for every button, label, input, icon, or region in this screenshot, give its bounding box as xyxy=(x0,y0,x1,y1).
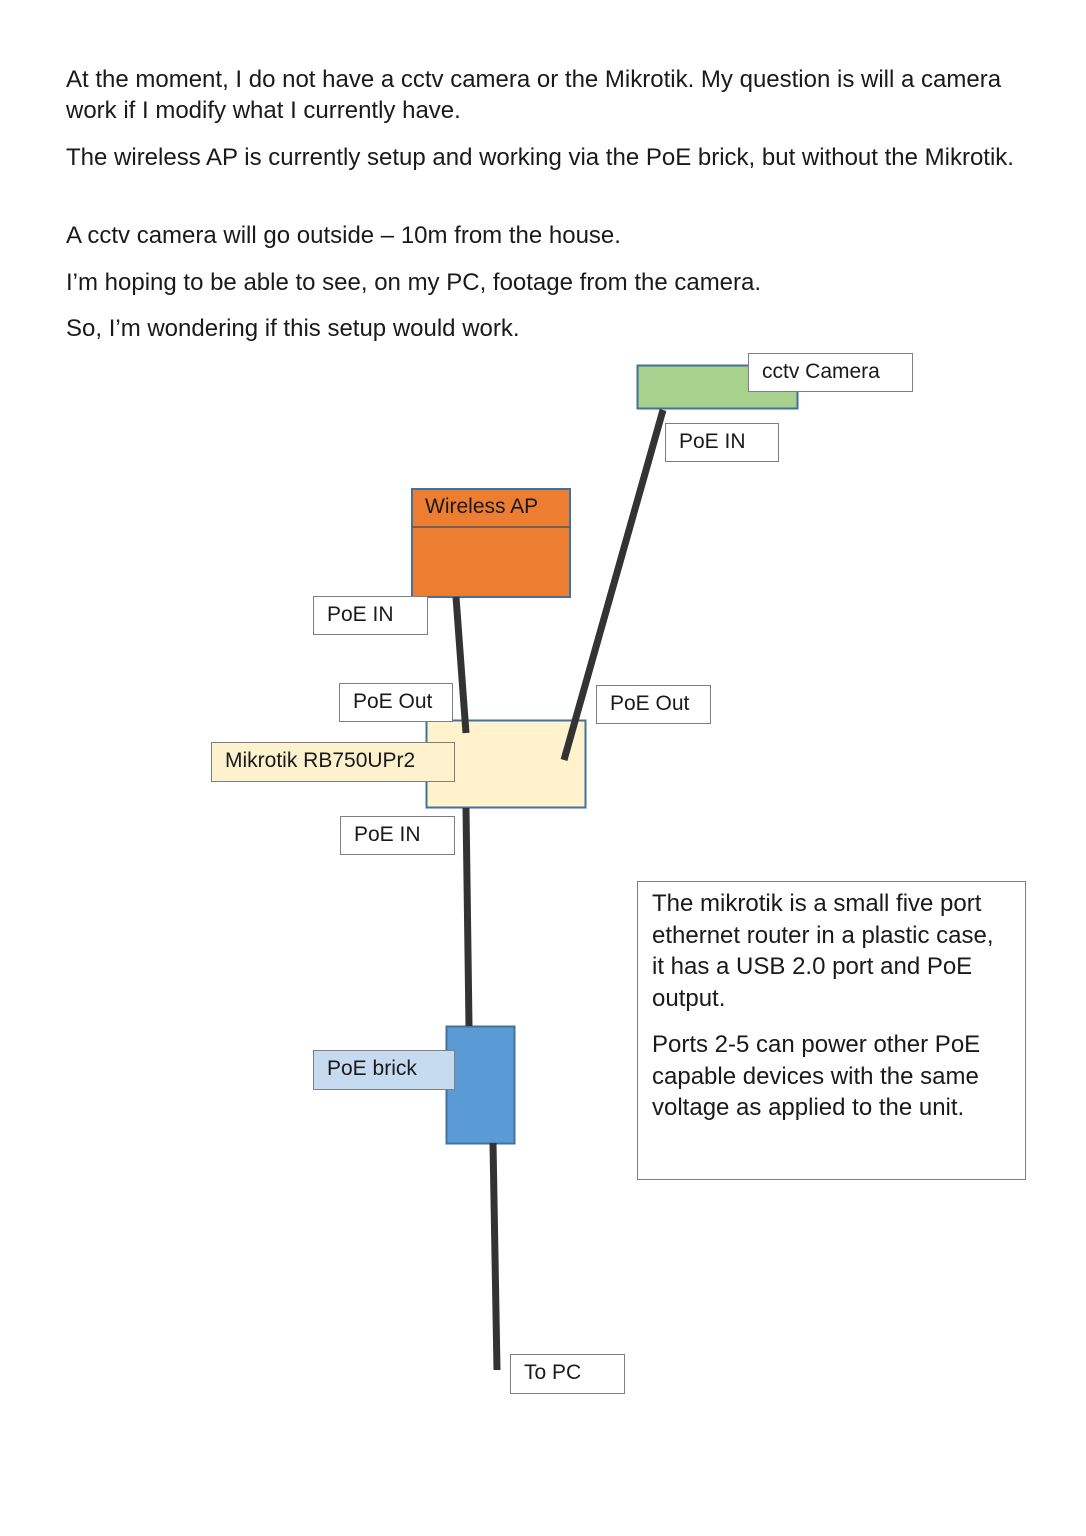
intro-paragraph-3: A cctv camera will go outside – 10m from… xyxy=(66,222,621,249)
cable-ap-to-mikrotik xyxy=(452,596,470,734)
wireless-ap-device xyxy=(411,488,571,598)
intro-paragraph-2: The wireless AP is currently setup and w… xyxy=(66,144,1014,171)
intro-paragraph-4: I’m hoping to be able to see, on my PC, … xyxy=(66,269,762,296)
wireless-ap-label: Wireless AP xyxy=(425,495,539,518)
intro-paragraph-1: At the moment, I do not have a cctv came… xyxy=(66,66,1002,124)
ap-poe-in-label: PoE IN xyxy=(313,596,428,635)
mikrotik-poe-out-right-label: PoE Out xyxy=(596,685,711,724)
intro-paragraph-5: So, I’m wondering if this setup would wo… xyxy=(66,315,520,342)
poe-brick-label: PoE brick xyxy=(313,1050,455,1090)
poe-brick-device xyxy=(445,1025,516,1145)
cable-mikrotik-to-brick xyxy=(462,807,473,1027)
mikrotik-label: Mikrotik RB750UPr2 xyxy=(211,742,455,782)
note-paragraph-2: Ports 2-5 can power other PoE capable de… xyxy=(652,1031,981,1121)
mikrotik-note-box: The mikrotik is a small five port ethern… xyxy=(637,881,1026,1180)
cable-camera-to-mikrotik xyxy=(560,409,667,761)
to-pc-label: To PC xyxy=(510,1354,625,1394)
mikrotik-poe-out-left-label: PoE Out xyxy=(339,683,453,722)
cctv-camera-label: cctv Camera xyxy=(748,353,913,392)
cable-brick-to-pc xyxy=(489,1142,501,1371)
note-paragraph-1: The mikrotik is a small five port ethern… xyxy=(652,890,994,1012)
mikrotik-poe-in-label: PoE IN xyxy=(340,816,455,855)
camera-poe-in-label: PoE IN xyxy=(665,423,779,462)
